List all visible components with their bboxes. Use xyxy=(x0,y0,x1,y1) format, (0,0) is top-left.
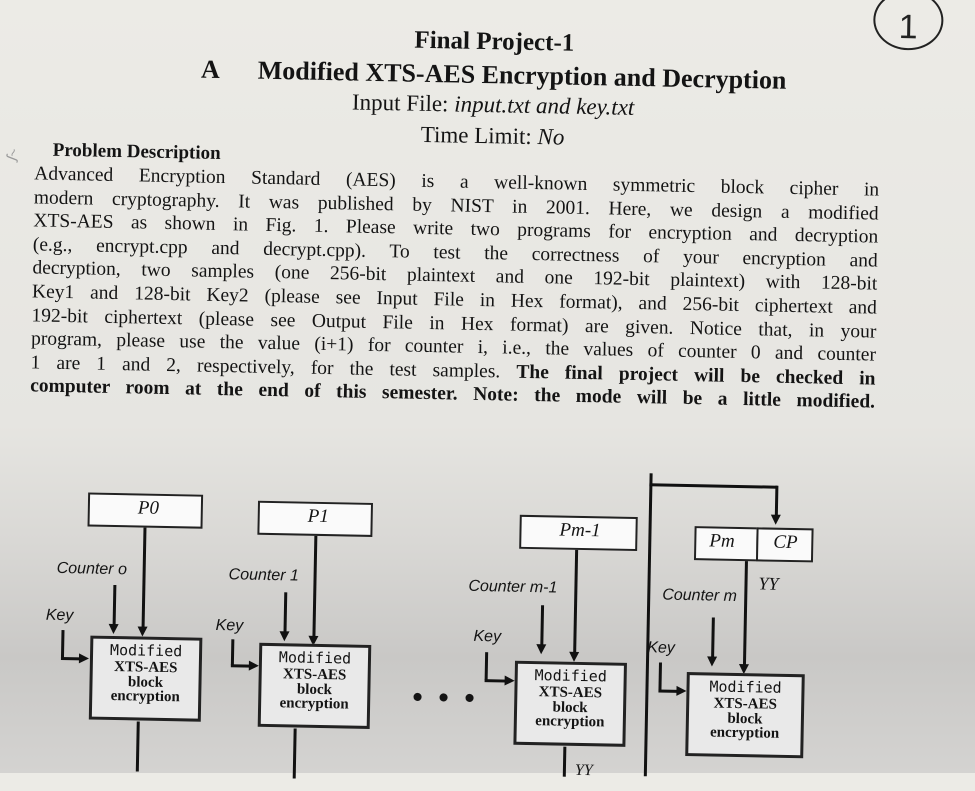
arrow-head xyxy=(706,656,718,667)
bottom-yy-label: YY xyxy=(574,761,593,780)
arrow-head xyxy=(108,623,119,635)
problem-description: Advanced Encryption Standard (AES) is a … xyxy=(30,162,879,414)
problem-heading: Problem Description xyxy=(52,139,221,164)
p1-label: P1 xyxy=(307,505,330,528)
output-line-0 xyxy=(135,721,140,772)
key-1-line xyxy=(230,639,234,666)
feedback-line-down xyxy=(774,485,778,516)
feedback-line-horizontal xyxy=(649,483,778,489)
arrow-head xyxy=(137,626,148,637)
key-m-1-line xyxy=(484,652,488,681)
arrow-head xyxy=(279,631,290,642)
key-label-1: Key xyxy=(215,616,244,635)
enc-block-1: Modified XTS-AES block encryption xyxy=(257,642,372,729)
output-line-1 xyxy=(292,728,297,779)
output-line-m-1 xyxy=(562,746,566,777)
counter-m-arrow-line xyxy=(711,617,715,658)
arrow-head xyxy=(676,685,687,697)
p0-arrow-line xyxy=(141,527,146,628)
key-label-m: Key xyxy=(647,639,676,657)
time-limit-value: No xyxy=(537,124,565,150)
key-m-1-line-h xyxy=(484,679,507,683)
key-label-0: Key xyxy=(45,606,74,625)
arrow-head xyxy=(78,653,90,664)
pm-label: Pm xyxy=(709,530,735,552)
pm-arrow-line xyxy=(742,561,748,666)
pencil-mark: ʃ~ xyxy=(2,145,22,163)
arrow-head xyxy=(568,651,580,662)
arrow-head xyxy=(770,514,781,525)
counter-1-arrow-line xyxy=(283,592,287,633)
feedback-line-vertical xyxy=(643,473,653,777)
p1-arrow-line xyxy=(312,535,317,637)
pm-1-arrow-line xyxy=(573,549,578,653)
arrow-head xyxy=(536,644,547,655)
section-letter: A xyxy=(200,54,221,84)
key-label-m-1: Key xyxy=(473,627,502,646)
enc-block-0: Modified XTS-AES block encryption xyxy=(88,635,203,722)
input-file-value: input.txt and key.txt xyxy=(453,91,635,120)
counter-0-arrow-line xyxy=(112,584,116,626)
key-0-line xyxy=(60,630,65,659)
counter-m-1-arrow-line xyxy=(540,605,544,646)
enc-block-m: Modified XTS-AES block encryption xyxy=(685,672,805,759)
p0-label: P0 xyxy=(137,497,160,519)
yy-label: YY xyxy=(758,573,779,594)
counter-m-label: Counter m xyxy=(662,586,738,605)
cp-label: CP xyxy=(773,531,798,554)
counter-0-label: Counter o xyxy=(56,559,128,579)
ellipsis: • • • xyxy=(411,680,480,716)
xts-aes-diagram: P0 Counter o Key Modified XTS-AES block … xyxy=(0,461,974,783)
time-limit-label: Time Limit: xyxy=(420,121,532,149)
counter-1-label: Counter 1 xyxy=(228,566,300,585)
key-m-line xyxy=(658,662,662,691)
counter-m-1-label: Counter m-1 xyxy=(468,577,558,597)
arrow-head xyxy=(248,660,259,671)
input-file-label: Input File: xyxy=(351,89,449,117)
enc-block-m-1: Modified XTS-AES block encryption xyxy=(513,660,627,747)
pm-1-label: Pm-1 xyxy=(559,519,601,542)
arrow-head xyxy=(504,675,515,686)
